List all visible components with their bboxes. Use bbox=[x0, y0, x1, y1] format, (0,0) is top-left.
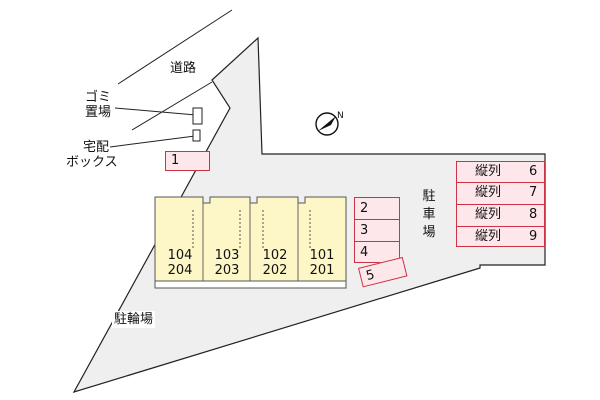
parallel-space-9: 縦列 9 bbox=[457, 227, 544, 248]
svg-text:N: N bbox=[337, 111, 344, 121]
unit-number-upper: 103 bbox=[214, 248, 240, 263]
parking-label: 駐車場 bbox=[422, 189, 436, 240]
parking-space-1: 1 bbox=[165, 151, 210, 171]
parking-space-number: 1 bbox=[171, 153, 180, 168]
compass-north-icon: N bbox=[315, 111, 344, 136]
garbage-label-line1: ゴミ bbox=[85, 90, 112, 105]
unit-number-lower: 204 bbox=[167, 263, 193, 278]
parking-space-number: 2 bbox=[360, 201, 369, 216]
garbage-area bbox=[192, 107, 203, 125]
delivery-label-line2: ボックス bbox=[66, 155, 118, 170]
balcony-strip bbox=[154, 280, 347, 289]
delivery-label-line1: 宅配 bbox=[83, 140, 110, 155]
parallel-parking-block: 縦列 6 縦列 7 縦列 8 縦列 9 bbox=[456, 161, 545, 247]
parking-space-3: 3 bbox=[355, 220, 399, 242]
parallel-space-label: 縦列 bbox=[475, 185, 502, 200]
unit-number-upper: 101 bbox=[309, 248, 335, 263]
road-label: 道路 bbox=[170, 61, 197, 76]
unit-number-upper: 104 bbox=[167, 248, 193, 263]
parallel-space-8: 縦列 8 bbox=[457, 205, 544, 227]
road-edge-line-2 bbox=[131, 81, 213, 131]
parallel-space-number: 8 bbox=[529, 207, 538, 222]
parallel-space-6: 縦列 6 bbox=[457, 162, 544, 183]
parallel-space-label: 縦列 bbox=[475, 207, 502, 222]
parking-space-2: 2 bbox=[355, 198, 399, 220]
parallel-space-number: 7 bbox=[529, 185, 538, 200]
parallel-space-7: 縦列 7 bbox=[457, 183, 544, 205]
parallel-space-number: 9 bbox=[529, 229, 538, 244]
parallel-space-number: 6 bbox=[529, 164, 538, 179]
unit-number-lower: 203 bbox=[214, 263, 240, 278]
parking-space-number: 5 bbox=[364, 267, 377, 285]
delivery-box bbox=[192, 129, 201, 142]
parking-space-number: 4 bbox=[360, 245, 369, 260]
garbage-leader-line bbox=[114, 107, 197, 116]
bicycle-parking-label: 駐輪場 bbox=[112, 311, 156, 328]
garbage-label-line2: 置場 bbox=[85, 105, 112, 120]
parking-space-4: 4 bbox=[355, 242, 399, 264]
road-edge-line bbox=[117, 9, 233, 85]
parking-space-number: 3 bbox=[360, 223, 369, 238]
parallel-space-label: 縦列 bbox=[475, 229, 502, 244]
unit-number-lower: 202 bbox=[262, 263, 288, 278]
parking-block-2-4: 2 3 4 bbox=[354, 197, 400, 263]
delivery-leader-line bbox=[109, 135, 196, 148]
building bbox=[154, 196, 347, 289]
parallel-space-label: 縦列 bbox=[475, 164, 502, 179]
unit-number-upper: 102 bbox=[262, 248, 288, 263]
unit-number-lower: 201 bbox=[309, 263, 335, 278]
